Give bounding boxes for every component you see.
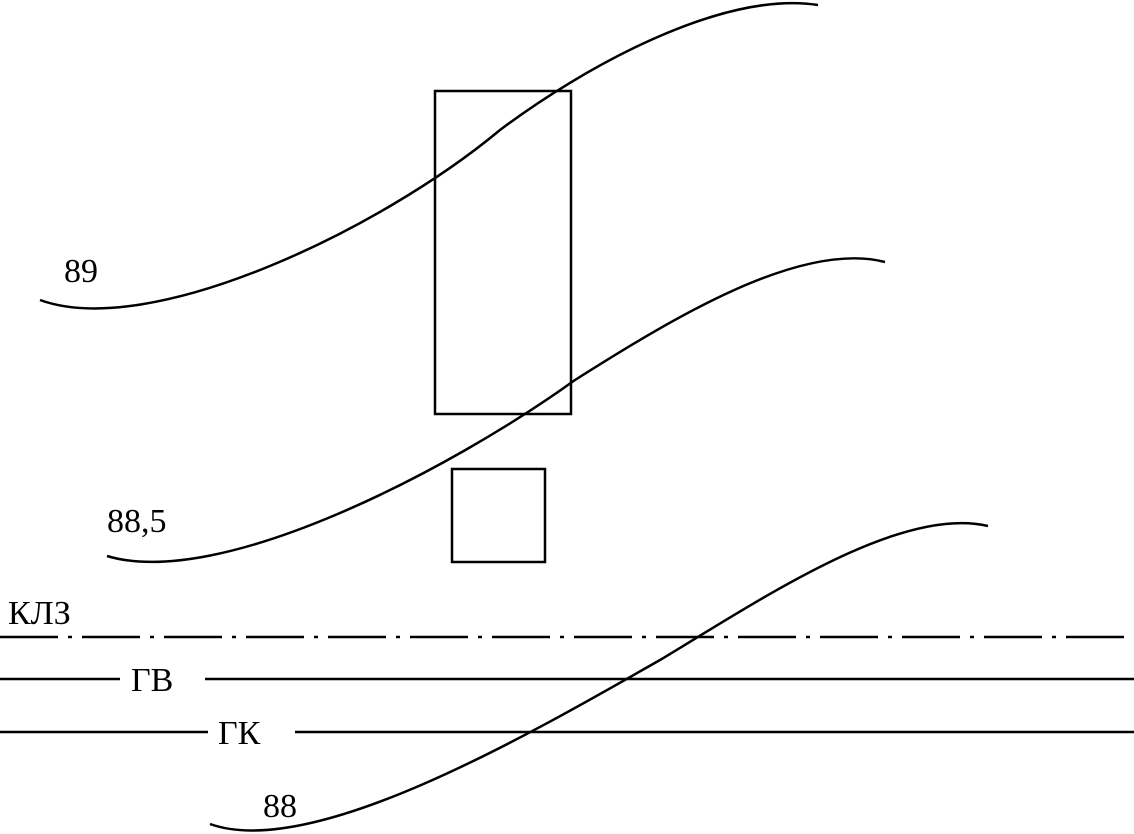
contour-label-89: 89 bbox=[64, 253, 98, 290]
contour-line-88-5 bbox=[106, 257, 886, 564]
gk-label: ГК bbox=[218, 715, 261, 752]
building-rectangle bbox=[433, 89, 573, 416]
klz-label: КЛЗ bbox=[8, 595, 71, 632]
small-square bbox=[450, 467, 547, 564]
contour-label-88-5: 88,5 bbox=[107, 503, 167, 540]
contour-line-88 bbox=[209, 521, 989, 832]
contour-line-89 bbox=[39, 2, 819, 310]
contour-label-88: 88 bbox=[263, 788, 297, 825]
gv-label: ГВ bbox=[131, 662, 173, 699]
